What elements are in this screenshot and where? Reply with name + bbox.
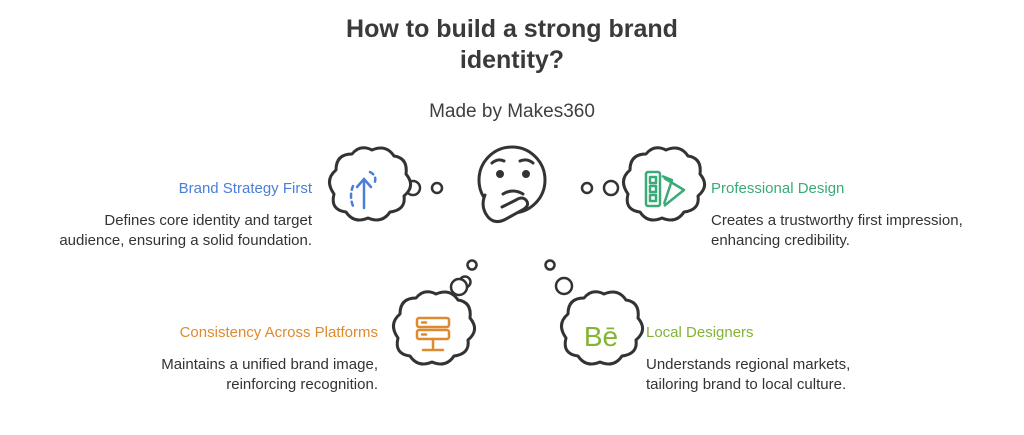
subtitle: Made by Makes360 (429, 101, 595, 122)
item-design-desc: Creates a trustworthy first impression, … (711, 211, 1011, 251)
item-design: Professional Design Creates a trustworth… (711, 180, 1011, 251)
item-local-heading: Local Designers (646, 324, 754, 341)
item-local: Local Designers Understands regional mar… (646, 324, 946, 395)
server-icon (415, 316, 451, 352)
title-line-2: identity? (459, 46, 565, 74)
item-strategy: Brand Strategy First Defines core identi… (12, 180, 312, 251)
item-consistency-desc: Maintains a unified brand image, reinfor… (48, 355, 378, 395)
title-line-1: How to build a strong brand (346, 15, 678, 43)
item-strategy-desc-line-1: Defines core identity and target (104, 212, 312, 229)
cloud-consistency (392, 290, 476, 366)
item-local-desc: Understands regional markets, tailoring … (646, 355, 946, 395)
item-consistency-desc-line-1: Maintains a unified brand image, (161, 356, 378, 373)
behance-icon: Bē (584, 321, 618, 352)
item-strategy-heading: Brand Strategy First (178, 180, 312, 197)
item-design-desc-line-1: Creates a trustworthy first impression, (711, 212, 963, 229)
cloud-design (622, 146, 706, 222)
item-consistency-heading: Consistency Across Platforms (179, 324, 378, 341)
cloud-strategy (328, 146, 412, 222)
color-swatch-icon (644, 170, 686, 208)
item-consistency-desc-line-2: reinforcing recognition. (226, 376, 378, 393)
item-consistency: Consistency Across Platforms Maintains a… (48, 324, 378, 395)
page-title: How to build a strong brand identity? (0, 14, 1024, 76)
thought-dots (404, 179, 620, 297)
item-design-desc-line-2: enhancing credibility. (711, 232, 850, 249)
item-local-desc-line-2: tailoring brand to local culture. (646, 376, 847, 393)
strategy-arrow-icon (349, 170, 377, 210)
item-strategy-desc-line-2: audience, ensuring a solid foundation. (59, 232, 312, 249)
item-local-desc-line-1: Understands regional markets, (646, 356, 851, 373)
item-design-heading: Professional Design (711, 180, 845, 197)
cloud-local: Bē (560, 290, 644, 366)
thinking-face-icon (477, 145, 547, 224)
item-strategy-desc: Defines core identity and target audienc… (12, 211, 312, 251)
